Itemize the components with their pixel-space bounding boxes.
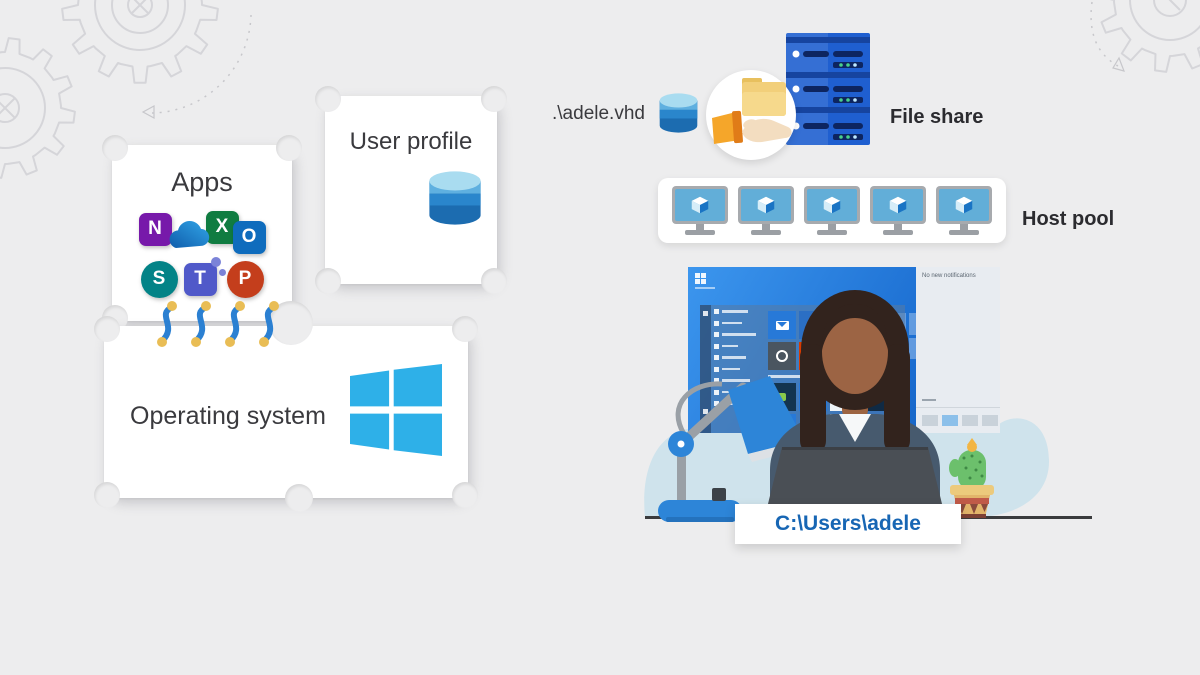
host-pool-box: [658, 178, 1006, 243]
operating-system-puzzle-piece: Operating system: [94, 316, 478, 508]
user-profile-puzzle-piece: User profile: [315, 86, 507, 294]
host-pool-label: Host pool: [1022, 208, 1115, 230]
hand-folder-icon: [706, 70, 796, 160]
dashed-arc: [1090, 1, 1119, 67]
person-at-desk: [766, 290, 944, 518]
cactus-plant: [949, 438, 994, 518]
vhd-disk-icon: [659, 93, 698, 133]
arc-arrowhead: [1112, 56, 1125, 72]
tile-group-header: [768, 375, 810, 378]
gear-icon: [1100, 0, 1200, 73]
gear-icon: [61, 0, 219, 84]
action-center-collapse: [922, 399, 936, 401]
vm-monitor-icon: [672, 186, 728, 235]
teams-tile: T: [183, 262, 217, 296]
desktop-caption: [695, 287, 715, 289]
settings-tile: [768, 342, 796, 370]
vm-monitor-icon: [738, 186, 794, 235]
vhd-path-label: .\adele.vhd: [552, 103, 645, 124]
vm-monitor-icon: [936, 186, 992, 235]
action-center-panel: No new notifications: [916, 267, 1000, 433]
onenote-icon: N: [138, 212, 172, 246]
powerpoint-icon: P: [226, 260, 264, 298]
vm-monitor-icon: [870, 186, 926, 235]
file-share-label: File share: [890, 106, 984, 128]
user-profile-path-label: C:\Users\adele: [775, 512, 921, 535]
vm-monitor-icon: [804, 186, 860, 235]
onedrive-icon: [164, 218, 216, 252]
windows-logo-icon: [350, 364, 442, 456]
app-os-connectors: [157, 301, 279, 347]
outlook-icon: O: [232, 220, 266, 254]
mail-tile: [768, 311, 796, 339]
action-center-header: No new notifications: [922, 273, 976, 279]
user-profile-path-box: C:\Users\adele: [735, 504, 961, 544]
profile-disk-icon: [429, 171, 481, 225]
quick-action-tiles: [922, 415, 998, 426]
puzzle-bottom-notch: [285, 484, 313, 512]
file-share-server-icon: [786, 33, 870, 145]
operating-system-label: Operating system: [130, 402, 326, 430]
windows-flag-icon: [695, 273, 706, 284]
sharepoint-icon: S: [140, 260, 178, 298]
arc-arrowhead: [141, 104, 155, 120]
apps-label: Apps: [171, 167, 233, 197]
gear-icon: [0, 37, 76, 179]
teams-icon: T: [183, 256, 226, 296]
apps-puzzle-piece: Apps N X O S T: [102, 135, 302, 331]
user-profile-label: User profile: [349, 128, 473, 155]
